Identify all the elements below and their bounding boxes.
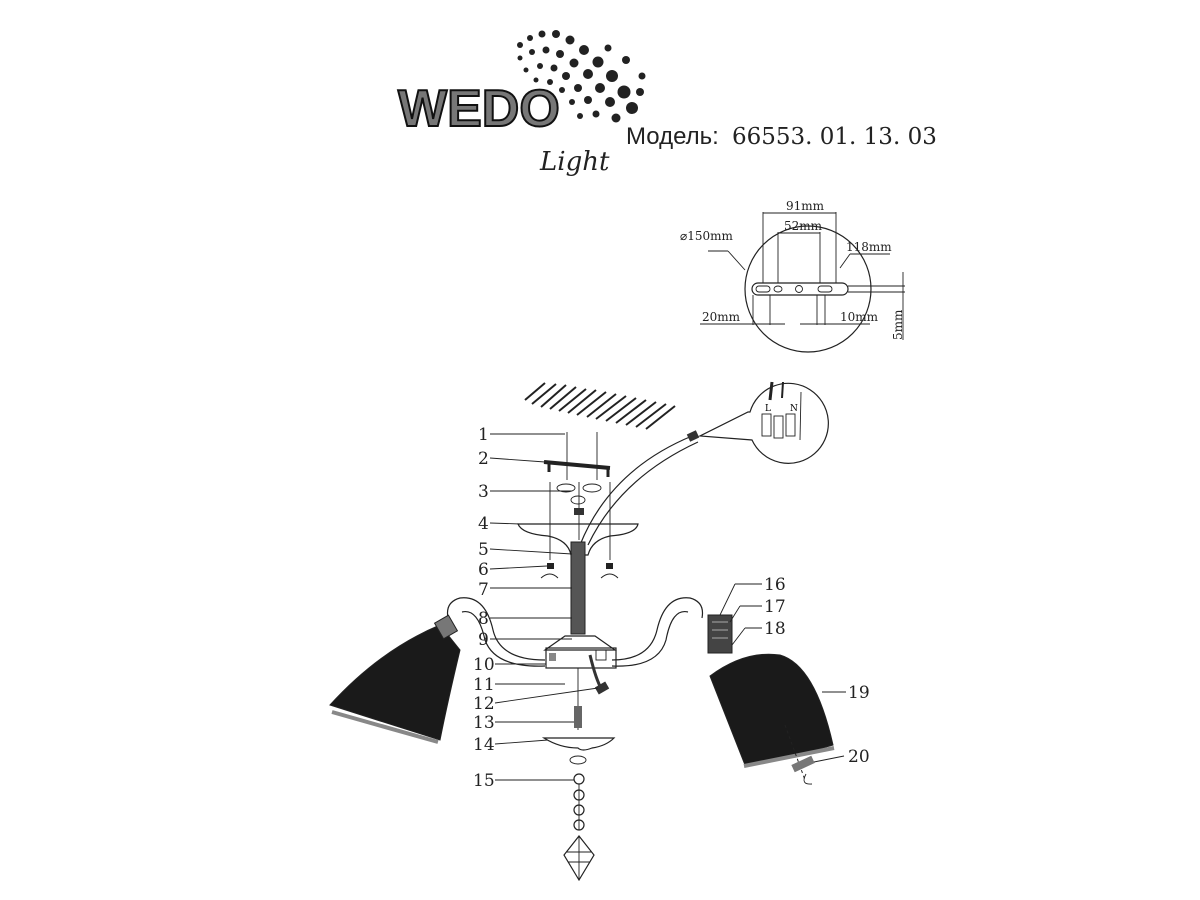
dim-length: 118mm: [846, 240, 892, 254]
callout-16: 16: [764, 575, 786, 595]
dim-slot-left: 20mm: [702, 310, 741, 324]
wire-neutral-label: N: [790, 404, 798, 414]
callout-12: 12: [473, 694, 495, 714]
callout-20: 20: [848, 747, 870, 767]
callout-19: 19: [848, 683, 870, 703]
callout-5: 5: [478, 540, 489, 560]
callout-leaders: [489, 433, 846, 781]
mount-plate-detail: 91mm 52mm ⌀150mm 118mm 20mm 10mm 5mm: [680, 199, 905, 353]
callout-7: 7: [478, 580, 489, 600]
dim-width-inner: 52mm: [784, 219, 823, 233]
wiring-detail: L N: [697, 381, 829, 464]
callout-1: 1: [478, 425, 489, 445]
callout-3: 3: [478, 482, 489, 502]
dim-slot-right: 10mm: [840, 310, 879, 324]
callout-13: 13: [473, 713, 495, 733]
callout-4: 4: [478, 514, 489, 534]
callout-17: 17: [764, 597, 786, 617]
brand-logo: WEDO Light: [397, 30, 646, 177]
dim-thickness: 5mm: [891, 309, 905, 340]
logo-script: Light: [539, 147, 610, 177]
callout-14: 14: [473, 735, 495, 755]
callout-15: 15: [473, 771, 495, 791]
callout-11: 11: [473, 675, 495, 695]
callout-numbers: 1 2 3 4 5 6 7 8 9 10 11 12 13 14 15 16 1…: [473, 425, 870, 791]
callout-18: 18: [764, 619, 786, 639]
callout-9: 9: [478, 630, 489, 650]
callout-6: 6: [478, 560, 489, 580]
dim-diameter: ⌀150mm: [680, 229, 734, 243]
ceiling-hatch: [524, 382, 676, 430]
model-number: 66553. 01. 13. 03: [732, 124, 937, 150]
logo-text: WEDO: [398, 80, 560, 138]
model-label: Модель:: [626, 123, 719, 150]
callout-2: 2: [478, 449, 489, 469]
wire-live-label: L: [765, 404, 771, 414]
logo-dots: [517, 30, 646, 123]
chandelier-body: [329, 432, 835, 882]
callout-8: 8: [478, 609, 489, 629]
callout-10: 10: [473, 655, 495, 675]
dim-width-outer: 91mm: [786, 199, 825, 213]
